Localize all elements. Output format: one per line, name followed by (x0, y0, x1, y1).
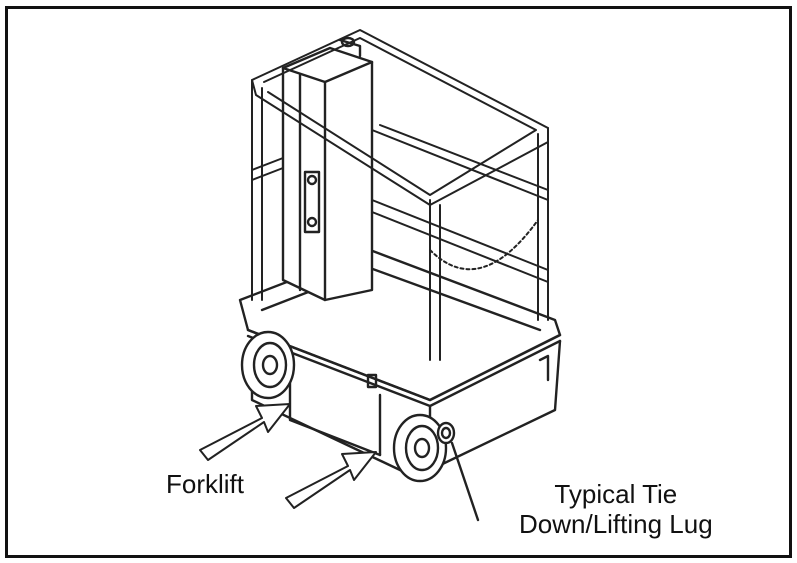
tie-down-label: Typical Tie Down/Lifting Lug (519, 479, 713, 540)
tie-down-label-line1: Typical Tie (554, 479, 678, 509)
arrow-icon (199, 403, 377, 509)
tie-down-lug (436, 421, 456, 445)
tie-down-label-line2: Down/Lifting Lug (519, 508, 713, 539)
wheel-left (240, 330, 296, 400)
wheel-right (392, 413, 448, 483)
mast-column (281, 36, 374, 302)
leader-line (450, 441, 480, 522)
guard-rails (251, 29, 549, 361)
forklift-label: Forklift (166, 469, 244, 499)
